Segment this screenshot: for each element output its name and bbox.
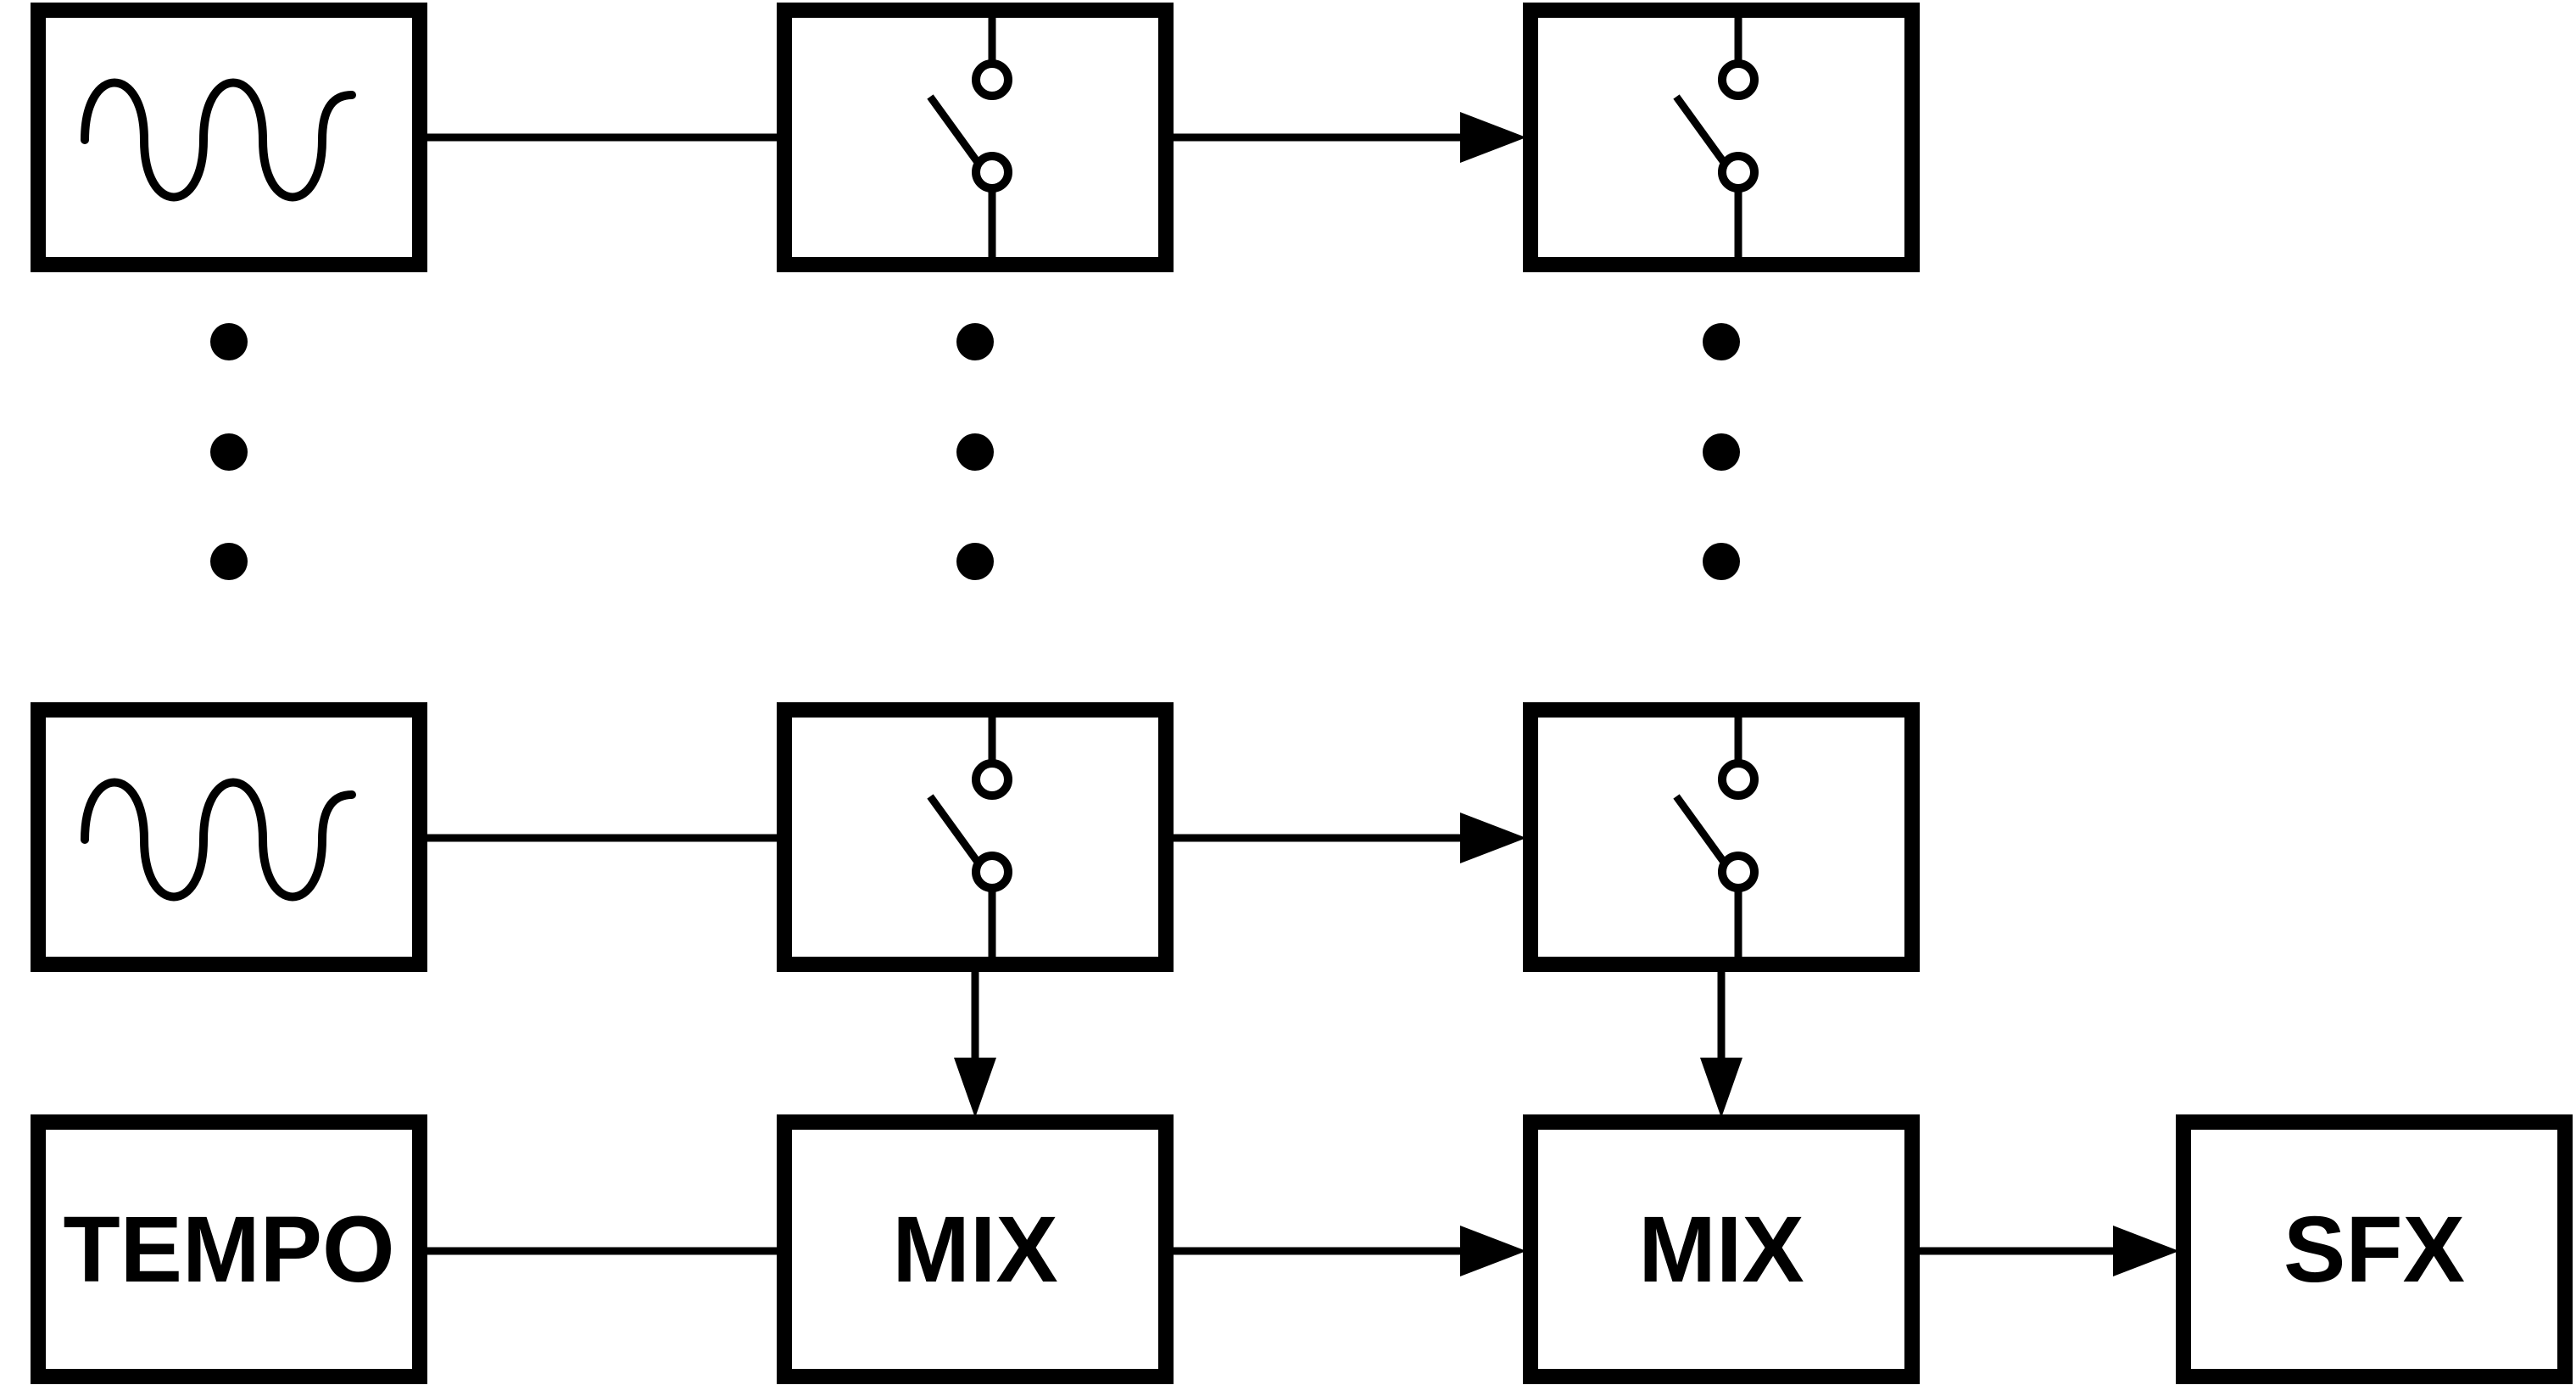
arrowhead [1700,1058,1742,1118]
sine-wave-icon [81,778,356,902]
switch-icon [927,10,1012,265]
arrowhead [2113,1226,2179,1276]
mix-box-1[interactable] [777,1114,1174,1384]
mix-label-2: MIX [1638,1198,1804,1302]
mix-label-1: MIX [892,1198,1058,1302]
sfx-box[interactable] [2176,1114,2573,1384]
tempo-label: TEMPO [63,1198,394,1302]
sfx-label: SFX [2283,1198,2465,1302]
switch-icon [1673,10,1759,265]
arrowhead [1460,813,1526,863]
switch-box-r2-c1[interactable] [777,702,1174,972]
switch-icon [927,710,1012,964]
switch-box-r1-c2[interactable] [1523,3,1920,272]
switch-box-r2-c2[interactable] [1523,702,1920,972]
switch-box-r1-c1[interactable] [777,3,1174,272]
oscillator-box-top[interactable] [31,3,427,272]
ellipsis-col-1 [210,323,248,580]
arrowhead [1460,1226,1526,1276]
switch-icon [1673,710,1759,964]
oscillator-box-bottom[interactable] [31,702,427,972]
arrowhead [1460,112,1526,163]
ellipsis-col-3 [1703,323,1740,580]
arrowhead [954,1058,996,1118]
sine-wave-icon [81,78,356,202]
ellipsis-col-2 [956,323,994,580]
